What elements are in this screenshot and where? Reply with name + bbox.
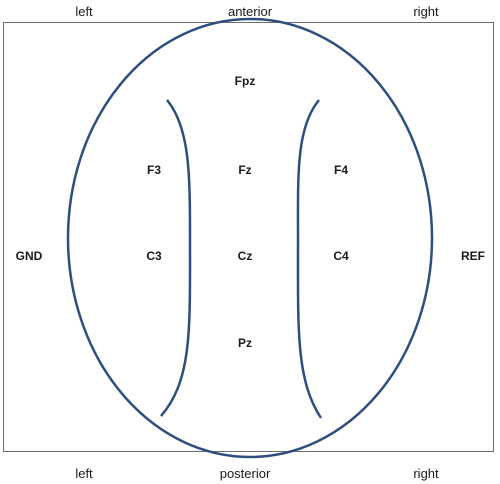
head-outline <box>66 17 434 459</box>
bottom-left-label: left <box>75 466 93 481</box>
electrode-c3: C3 <box>146 249 162 263</box>
anterior-label: anterior <box>227 4 273 19</box>
gnd-electrode-label: GND <box>15 249 43 263</box>
electrode-c4: C4 <box>333 249 349 263</box>
bottom-right-label: right <box>413 466 439 481</box>
electrode-f4: F4 <box>333 163 349 177</box>
diagram-frame <box>3 22 494 452</box>
electrode-f3: F3 <box>146 163 162 177</box>
electrode-cz: Cz <box>237 249 253 263</box>
right-hemisphere-curve <box>296 99 323 419</box>
electrode-pz: Pz <box>237 336 253 350</box>
electrode-fz: Fz <box>238 163 252 177</box>
ref-electrode-label: REF <box>461 249 485 263</box>
top-left-label: left <box>75 4 93 19</box>
top-right-label: right <box>413 4 439 19</box>
left-hemisphere-curve <box>160 99 192 417</box>
electrode-fpz: Fpz <box>234 74 256 88</box>
posterior-label: posterior <box>219 466 271 481</box>
